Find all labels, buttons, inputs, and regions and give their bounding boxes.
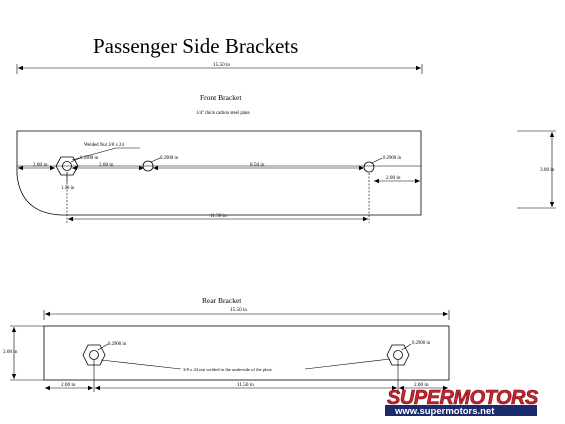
watermark-brand: SUPERMOTORS bbox=[387, 387, 539, 409]
front-spacing-1: 2.00 in bbox=[99, 162, 114, 168]
page-title: Passenger Side Brackets bbox=[93, 34, 298, 58]
rear-nut-right-hex bbox=[386, 344, 410, 366]
front-overall-length: 15.50 in bbox=[213, 62, 230, 68]
front-plate-height: 3.00 in bbox=[540, 167, 555, 173]
front-hole-dia-1: 0.2900 in bbox=[80, 156, 99, 161]
rear-plate-outline bbox=[43, 325, 450, 381]
rear-hole-dia-right-leader bbox=[401, 343, 412, 351]
front-left-offset: 2.00 in bbox=[33, 162, 48, 168]
watermark-url-bar bbox=[385, 405, 537, 416]
rear-hole-dia-left: 0.2900 in bbox=[108, 342, 127, 347]
rear-nut-note-leader-left bbox=[100, 359, 182, 370]
rear-bracket-drawing: Rear Bracket 15.50 in 2.00 in 0.2900 in … bbox=[3, 296, 450, 392]
rear-hole-right bbox=[393, 350, 403, 360]
front-right-offset: 2.00 in bbox=[386, 175, 401, 181]
front-hole-dia-2: 0.2900 in bbox=[160, 156, 179, 161]
rear-hole-dia-right: 0.2900 in bbox=[412, 341, 431, 346]
front-weld-note: Welded Nut 3/8 x 24 bbox=[84, 143, 124, 148]
rear-left-offset: 2.00 in bbox=[61, 382, 76, 388]
watermark-url: www.supermotors.net bbox=[394, 406, 495, 417]
front-bracket-label: Front Bracket bbox=[200, 93, 242, 102]
rear-nut-left-hex bbox=[82, 344, 106, 366]
rear-hole-span: 11.50 in bbox=[237, 382, 254, 388]
front-bracket-drawing: 15.50 in Front Bracket 1/4" thick carbon… bbox=[16, 62, 556, 223]
front-hole-span: 11.50 in bbox=[210, 213, 227, 219]
front-spacing-2: 8.50 in bbox=[250, 162, 265, 168]
rear-plate-height: 2.00 in bbox=[3, 349, 18, 355]
front-hole-left bbox=[62, 161, 72, 171]
front-hole-dia-2-leader bbox=[150, 157, 161, 163]
supermotors-watermark: SUPERMOTORS www.supermotors.net bbox=[382, 387, 558, 417]
rear-nut-note-leader-right bbox=[304, 358, 391, 370]
rear-hole-left bbox=[89, 350, 99, 360]
front-hole-dia-3: 0.2900 in bbox=[383, 156, 402, 161]
rear-bracket-label: Rear Bracket bbox=[202, 296, 242, 305]
front-hole-right bbox=[363, 161, 375, 173]
rear-right-offset: 2.00 in bbox=[414, 382, 429, 388]
rear-hole-dia-left-leader bbox=[97, 343, 109, 351]
front-plate-outline bbox=[16, 130, 422, 216]
front-hole-dia-3-leader bbox=[371, 157, 383, 164]
rear-nut-note: 3/8 x 24 nut welded to the underside of … bbox=[183, 367, 272, 372]
front-nut-height: 1.50 in bbox=[61, 186, 75, 191]
front-material-note: 1/4" thick carbon steel plate bbox=[196, 111, 250, 116]
front-hole-dia-1-leader bbox=[70, 157, 81, 163]
watermark-backdrop bbox=[382, 392, 558, 405]
rear-overall-length: 15.50 in bbox=[230, 307, 247, 313]
